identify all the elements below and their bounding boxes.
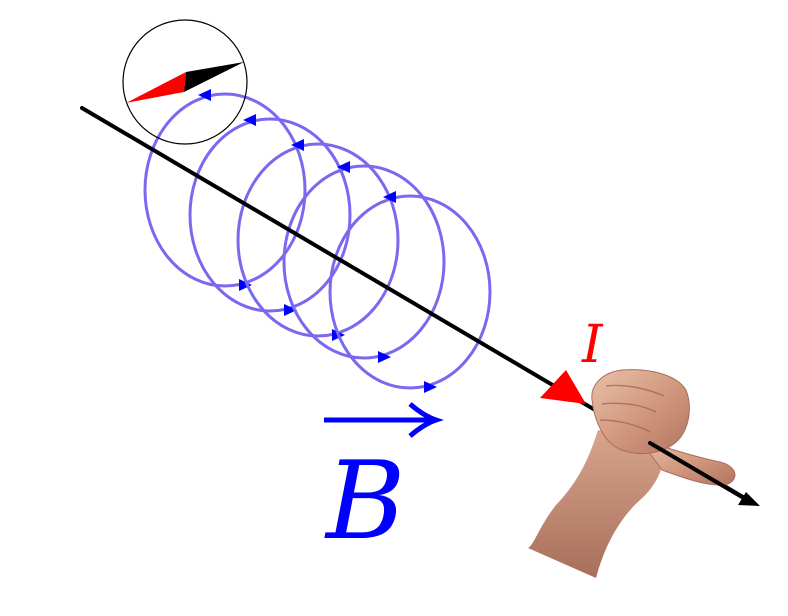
field-loop-ellipse xyxy=(143,92,307,288)
field-vector-label: B xyxy=(324,402,444,564)
fist xyxy=(591,369,690,455)
magnetic-field-label: B xyxy=(324,439,405,564)
field-direction-arrow xyxy=(337,161,350,173)
current-direction-arrow xyxy=(540,370,586,404)
compass-north-needle xyxy=(126,72,186,103)
field-direction-arrow xyxy=(243,114,256,126)
field-loop xyxy=(143,89,307,291)
wire-end-arrowhead xyxy=(738,492,760,506)
compass-needle-icon xyxy=(122,19,248,145)
compass-outline xyxy=(122,19,248,145)
compass-south-needle xyxy=(184,62,244,92)
field-loop-ellipse xyxy=(236,142,400,338)
forearm xyxy=(528,430,664,578)
field-loop xyxy=(236,139,400,341)
field-direction-arrow xyxy=(284,304,297,316)
knuckle-lines xyxy=(599,384,665,433)
field-loop-ellipse xyxy=(328,194,492,390)
field-loop xyxy=(282,161,446,363)
field-direction-arrow xyxy=(291,139,304,151)
field-direction-arrow xyxy=(198,89,211,101)
field-direction-arrow xyxy=(239,279,252,291)
current-label: I xyxy=(581,315,604,375)
field-direction-arrow xyxy=(424,381,437,393)
field-loop-ellipse xyxy=(188,117,352,313)
field-loop-ellipse xyxy=(282,164,446,360)
magnetic-field-loops xyxy=(143,89,492,393)
vector-arrow-head xyxy=(408,402,444,438)
field-loop xyxy=(328,191,492,393)
field-direction-arrow xyxy=(378,351,391,363)
field-loop xyxy=(188,114,352,316)
wire-through-fist xyxy=(648,441,744,499)
field-direction-arrow xyxy=(383,191,396,203)
